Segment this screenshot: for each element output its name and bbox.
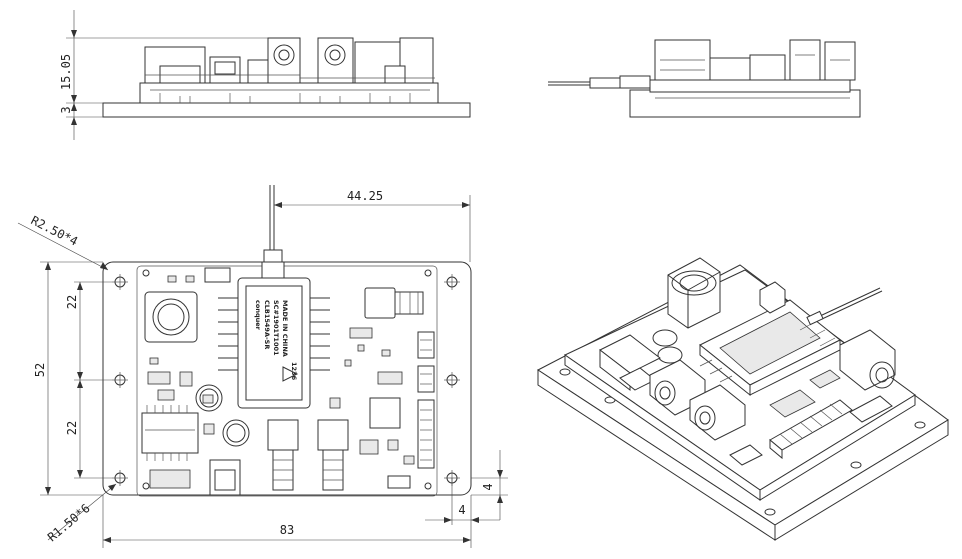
dim-width-label: 83 <box>280 523 294 537</box>
module-line1: CLB1549A-SR <box>263 300 271 349</box>
module-brand: conquer <box>254 300 262 331</box>
laser-module: conquer CLB1549A-SR SC#1901T1001 MADE IN… <box>218 185 330 409</box>
fiber-pigtail <box>589 77 621 89</box>
side-view-front <box>102 37 471 118</box>
pcb-board <box>139 82 439 104</box>
dim-small-radius-label: R1.50*6 <box>45 501 93 544</box>
dim-offset-x-label: 4 <box>458 503 465 517</box>
side-view-right <box>548 39 861 118</box>
dim-height-total-label: 52 <box>33 363 47 377</box>
dim-upper-label: 22 <box>65 295 79 309</box>
module-code: 1236 <box>290 362 298 381</box>
dim-lower-label: 22 <box>65 421 79 435</box>
module-line3: MADE IN CHINA <box>281 300 289 357</box>
top-view: conquer CLB1549A-SR SC#1901T1001 MADE IN… <box>102 185 472 497</box>
dim-base-thickness-label: 3 <box>59 106 73 113</box>
isometric-view <box>537 257 949 541</box>
dimension-height: 15.05 3 <box>59 10 268 140</box>
dim-height-label: 15.05 <box>59 54 73 90</box>
module-line2: SC#1901T1001 <box>272 300 280 356</box>
dim-width-top-label: 44.25 <box>347 189 383 203</box>
dim-corner-radius-label: R2.50*4 <box>29 213 80 248</box>
base-plate <box>102 102 471 118</box>
dim-offset-y-label: 4 <box>481 483 495 490</box>
base-plate <box>629 89 861 118</box>
